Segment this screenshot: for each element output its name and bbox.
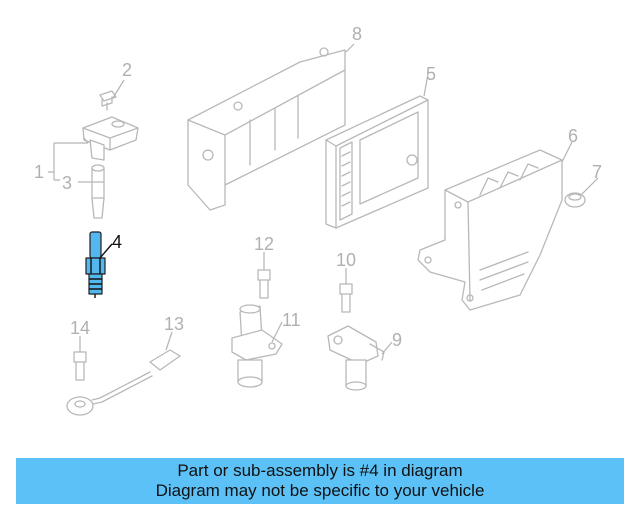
part-11-camshaft-sensor[interactable] bbox=[231, 304, 283, 388]
callout-4: 4 bbox=[112, 232, 122, 252]
callout-6: 6 bbox=[568, 126, 578, 146]
part-10-bolt[interactable] bbox=[339, 283, 353, 313]
part-7-grommet[interactable] bbox=[564, 192, 586, 208]
part-2-bolt[interactable] bbox=[99, 90, 117, 111]
part-12-bolt[interactable] bbox=[257, 269, 271, 299]
callout-7: 7 bbox=[592, 162, 602, 182]
banner-line-disclaimer: Diagram may not be specific to your vehi… bbox=[155, 481, 485, 500]
callout-1: 1 bbox=[34, 162, 44, 182]
callout-3: 3 bbox=[62, 173, 72, 193]
part-8-bracket[interactable] bbox=[187, 47, 346, 211]
part-9-crankshaft-sensor[interactable] bbox=[327, 325, 385, 391]
callout-13: 13 bbox=[164, 314, 184, 334]
parts-diagram: 2 1 3 4 8 5 6 7 12 10 11 9 13 14 bbox=[34, 24, 602, 416]
part-5-control-module[interactable] bbox=[325, 95, 429, 229]
part-4-spark-plug[interactable] bbox=[85, 231, 106, 298]
callout-12: 12 bbox=[254, 234, 274, 254]
callout-14: 14 bbox=[70, 318, 90, 338]
callout-8: 8 bbox=[352, 24, 362, 44]
callout-11: 11 bbox=[282, 310, 301, 330]
callout-10: 10 bbox=[336, 250, 356, 270]
part-1-ignition-coil[interactable] bbox=[82, 116, 139, 161]
part-3-coil-boot[interactable] bbox=[91, 164, 105, 219]
callout-9: 9 bbox=[392, 330, 402, 350]
callout-5: 5 bbox=[426, 64, 436, 84]
part-13-knock-sensor[interactable] bbox=[66, 349, 181, 416]
info-banner: Part or sub-assembly is #4 in diagram Di… bbox=[16, 458, 624, 504]
part-14-bolt[interactable] bbox=[73, 351, 87, 381]
callout-2: 2 bbox=[122, 60, 132, 80]
banner-line-part-number: Part or sub-assembly is #4 in diagram bbox=[177, 461, 463, 480]
part-6-relay-bracket[interactable] bbox=[417, 149, 563, 311]
